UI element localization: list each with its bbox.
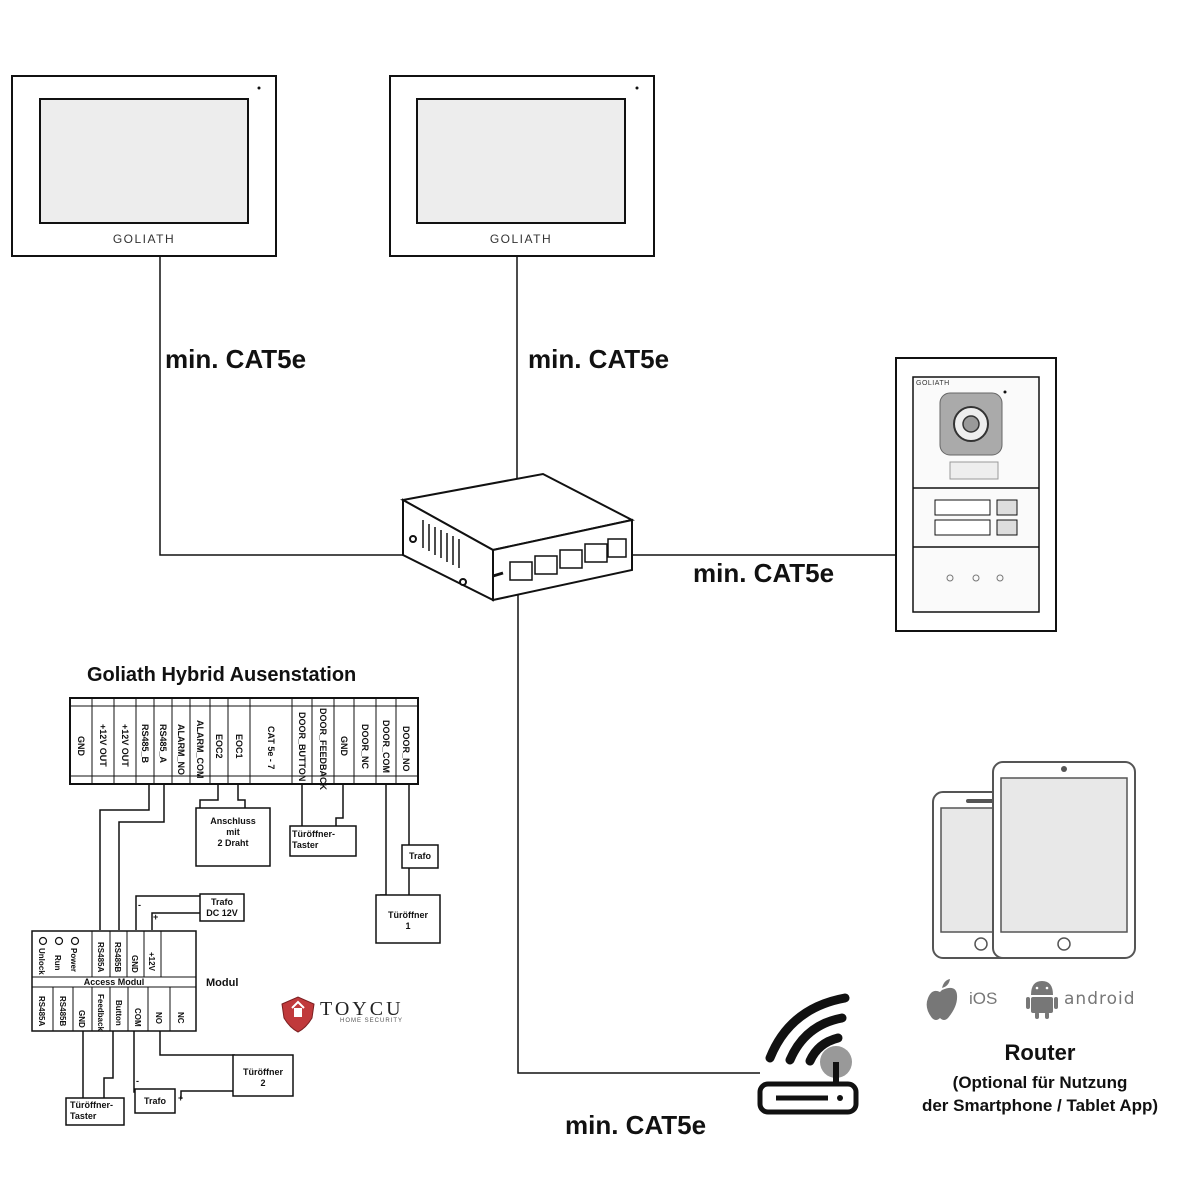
terminal-label: ALARM_COM	[195, 720, 205, 779]
terminal-label: DOOR_NO	[401, 726, 411, 772]
module-bottom-terminal: GND	[77, 1010, 86, 1028]
cable-label-monitor-1: min. CAT5e	[165, 344, 307, 374]
terminal-label: DOOR_FEEDBACK	[318, 708, 328, 791]
hybrid-station-title: Goliath Hybrid Ausenstation	[87, 664, 357, 686]
access-module-label: Modul	[206, 977, 239, 989]
taster-line-1: Türöffner-	[292, 829, 335, 839]
taster2-line-2: Taster	[70, 1111, 97, 1121]
monitor-2-brand: GOLIATH	[489, 232, 553, 246]
module-terminal-label: +12V	[147, 952, 156, 971]
doorstation-brand: GOLIATH	[916, 380, 950, 387]
terminal-label: GND	[76, 736, 86, 756]
apple-icon	[926, 979, 958, 1020]
router-subtitle: (Optional für Nutzung der Smartphone / T…	[880, 1071, 1200, 1117]
terminal-label: DOOR_BUTTON	[297, 712, 307, 782]
tueroeffner1-line-1: Türöffner	[388, 910, 428, 920]
tueroeffner2-line-1: Türöffner	[243, 1067, 283, 1077]
trafo-box-1: Trafo	[408, 851, 431, 861]
indoor-monitor-2	[389, 75, 655, 257]
anschluss-line-2: mit	[226, 827, 240, 837]
terminal-label: EOC1	[234, 734, 244, 759]
trafo-dc-line-2: DC 12V	[206, 908, 238, 918]
terminal-label: +12V OUT	[120, 724, 130, 767]
terminal-label: EOC2	[214, 734, 224, 759]
terminal-label: DOOR_NC	[360, 724, 370, 770]
hybrid-terminal-block	[69, 697, 419, 785]
anschluss-line-1: Anschluss	[210, 816, 256, 826]
outdoor-door-station	[895, 357, 1057, 632]
cable-label-router: min. CAT5e	[565, 1110, 707, 1140]
anschluss-box: Anschluss mit 2 Draht	[196, 816, 270, 849]
module-bottom-terminal: NC	[176, 1012, 185, 1024]
taster2-line-1: Türöffner-	[70, 1100, 113, 1110]
anschluss-line-3: 2 Draht	[217, 838, 249, 848]
ios-label: iOS	[969, 989, 998, 1008]
terminal-label: DOOR_COM	[381, 720, 391, 774]
cable-label-monitor-2: min. CAT5e	[528, 344, 670, 374]
terminal-label: CAT 5e - 7	[266, 726, 276, 770]
led-label: Power	[69, 948, 78, 973]
polarity-plus-2: +	[178, 1093, 184, 1103]
tueroeffner-2-box: Türöffner 2	[233, 1067, 293, 1089]
monitor-1-brand: GOLIATH	[112, 232, 176, 246]
router-subtitle-line-2: der Smartphone / Tablet App)	[921, 1096, 1159, 1115]
poe-switch	[400, 472, 635, 602]
terminal-label: GND	[339, 736, 349, 756]
access-module	[31, 930, 197, 1032]
router-subtitle-line-1: (Optional für Nutzung	[952, 1073, 1128, 1092]
control-wires	[82, 784, 410, 1099]
module-terminal-label: GND	[130, 955, 139, 973]
led-label: Unlock	[37, 948, 46, 975]
taster-line-2: Taster	[292, 840, 319, 850]
terminal-label: ALARM_NO	[176, 724, 186, 775]
android-icon	[1026, 981, 1058, 1019]
trafo-dc-box: Trafo DC 12V	[200, 897, 244, 919]
tueroeffner1-line-2: 1	[405, 921, 411, 931]
router-icon	[757, 993, 859, 1115]
terminal-label: RS485_A	[158, 724, 168, 764]
cable-label-doorstation: min. CAT5e	[693, 558, 835, 588]
cat5e-cables	[159, 256, 896, 1074]
module-terminal-label: RS485B	[113, 942, 122, 973]
module-bottom-terminal: Button	[114, 1000, 123, 1026]
trafo-dc-line-1: Trafo	[210, 897, 233, 907]
polarity-plus: +	[153, 912, 159, 922]
access-module-name: Access Modul	[83, 977, 145, 987]
module-bottom-terminal: COM	[133, 1008, 142, 1027]
trafo-box-2: Trafo	[143, 1096, 166, 1106]
led-label: Run	[53, 955, 62, 971]
toycu-logo-sub: HOME SECURITY	[340, 1018, 404, 1024]
tablet-icon	[992, 761, 1136, 959]
module-bottom-terminal: RS485B	[58, 996, 67, 1027]
tueroeffner-taster-box-2: Türöffner- Taster	[70, 1100, 113, 1122]
polarity-minus-2: -	[136, 1076, 139, 1086]
toycu-logo-text: TOYCU	[320, 998, 404, 1020]
android-label: android	[1064, 989, 1136, 1009]
tueroeffner2-line-2: 2	[260, 1078, 266, 1088]
polarity-minus: -	[138, 900, 141, 910]
module-bottom-terminal: RS485A	[37, 996, 46, 1027]
indoor-monitor-1	[11, 75, 277, 257]
module-terminal-label: RS485A	[96, 942, 105, 973]
tueroeffner-taster-box-1: Türöffner- Taster	[292, 829, 335, 851]
module-bottom-terminal: Feedback	[96, 994, 105, 1031]
module-bottom-terminal: NO	[154, 1012, 163, 1024]
terminal-label: RS485_B	[140, 724, 150, 764]
tueroeffner-1-box: Türöffner 1	[376, 910, 440, 932]
wiring-boxes	[65, 807, 441, 1126]
router-title: Router	[1004, 1040, 1076, 1065]
terminal-label: +12V OUT	[98, 724, 108, 767]
toycu-logo-icon	[281, 996, 315, 1033]
